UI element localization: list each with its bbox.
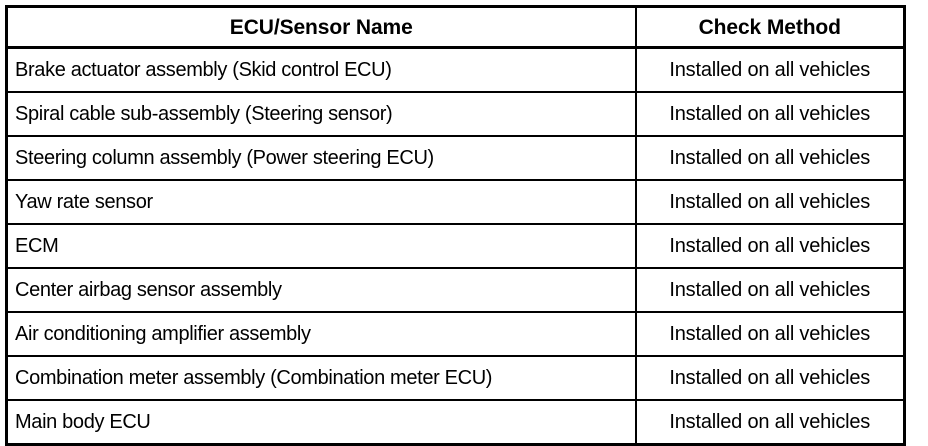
cell-ecu-sensor-name: Spiral cable sub-assembly (Steering sens… [6, 91, 637, 136]
cell-check-method: Installed on all vehicles [669, 59, 871, 81]
cell-ecu-sensor-name: Brake actuator assembly (Skid control EC… [6, 47, 637, 92]
cell-check-method: Installed on all vehicles [635, 399, 905, 445]
table-header-row: ECU/Sensor Name Check Method [6, 6, 905, 49]
cell-check-method: Installed on all vehicles [635, 223, 905, 268]
cell-ecu-sensor-name: Center airbag sensor assembly [6, 267, 637, 312]
cell-check-method: Installed on all vehicles [635, 135, 905, 180]
cell-ecu-sensor-name: Air conditioning amplifier assembly [6, 311, 637, 356]
cell-ecu-sensor-name: Main body ECU [6, 399, 637, 445]
table-row: Combination meter assembly (Combination … [6, 355, 905, 400]
cell-check-method: Installed on all vehicles [635, 355, 905, 400]
table-body: Brake actuator assembly (Skid control EC… [6, 47, 905, 445]
cell-check-method: Installed on all vehicles [635, 267, 905, 312]
cell-ecu-sensor-name: Combination meter assembly (Combination … [6, 355, 637, 400]
column-header-check-method: Check Method [635, 6, 905, 49]
cell-ecu-sensor-name: ECM [6, 223, 637, 268]
cell-check-method: Installed on all vehicles [635, 179, 905, 224]
ecu-sensor-check-method-table: ECU/Sensor Name Check Method Brake actua… [5, 5, 906, 446]
cell-ecu-sensor-name: Yaw rate sensor [6, 179, 637, 224]
table-row: Spiral cable sub-assembly (Steering sens… [6, 91, 905, 136]
table-row: Steering column assembly (Power steering… [6, 135, 905, 180]
cell-check-method: Installed on all vehicles [635, 91, 905, 136]
table-header: ECU/Sensor Name Check Method [6, 6, 905, 49]
cell-ecu-sensor-name: Steering column assembly (Power steering… [6, 135, 637, 180]
table-row: Brake actuator assembly (Skid control EC… [6, 47, 905, 92]
ecu-sensor-table-container: ECU/Sensor Name Check Method Brake actua… [5, 5, 906, 446]
cell-check-method: Installed on all vehicles [635, 311, 905, 356]
column-header-ecu-sensor-name: ECU/Sensor Name [6, 6, 637, 49]
